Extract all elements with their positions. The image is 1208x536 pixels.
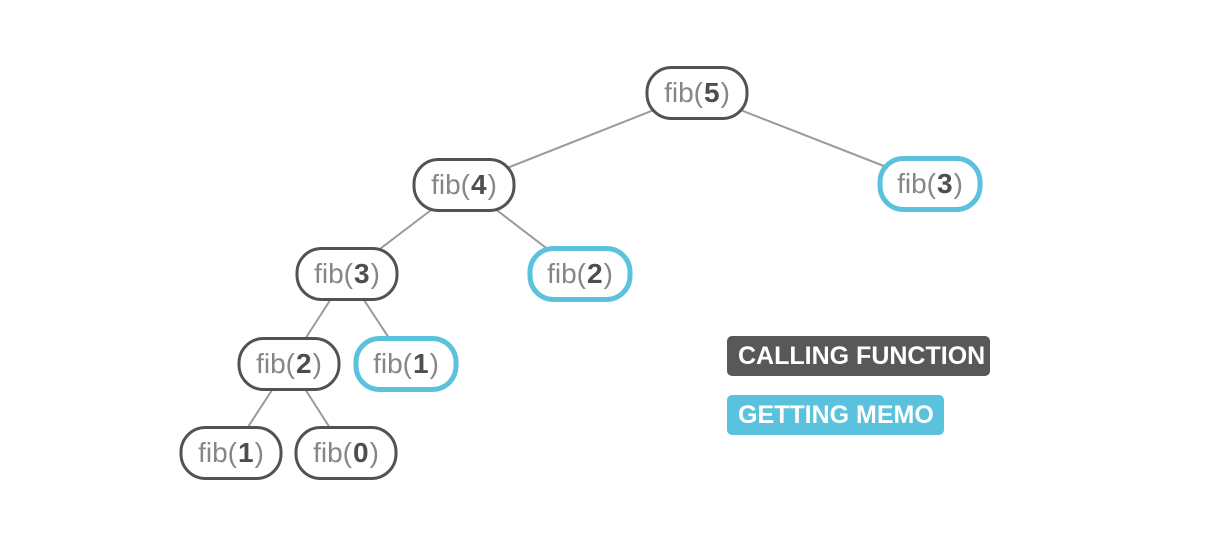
node-label-suffix: ) (369, 437, 379, 468)
node-label-suffix: ) (487, 169, 497, 200)
legend-item-getting-memo: GETTING MEMO (727, 395, 944, 435)
node-label-arg: 3 (354, 258, 370, 289)
node-label-prefix: fib( (664, 77, 703, 108)
tree-node-fib5: fib(5) (645, 66, 749, 120)
legend: CALLING FUNCTION GETTING MEMO (727, 336, 990, 435)
node-label-arg: 1 (238, 437, 254, 468)
node-label-suffix: ) (953, 168, 963, 199)
tree-node-fib3: fib(3) (295, 247, 399, 301)
node-label-arg: 2 (587, 258, 603, 289)
node-label-prefix: fib( (373, 348, 412, 379)
legend-item-calling-function: CALLING FUNCTION (727, 336, 990, 376)
node-label-arg: 3 (937, 168, 953, 199)
node-label-prefix: fib( (256, 348, 295, 379)
node-label-prefix: fib( (547, 258, 586, 289)
node-label-suffix: ) (720, 77, 730, 108)
node-label-prefix: fib( (313, 437, 352, 468)
tree-node-fib4: fib(4) (412, 158, 516, 212)
tree-node-fib2-memo: fib(2) (527, 246, 633, 302)
tree-node-fib2: fib(2) (237, 337, 341, 391)
node-label-suffix: ) (312, 348, 322, 379)
node-label-prefix: fib( (198, 437, 237, 468)
node-label-arg: 4 (471, 169, 487, 200)
node-label-suffix: ) (370, 258, 380, 289)
tree-node-fib1: fib(1) (179, 426, 283, 480)
node-label-prefix: fib( (314, 258, 353, 289)
node-label-arg: 2 (296, 348, 312, 379)
tree-node-fib0: fib(0) (294, 426, 398, 480)
node-label-arg: 0 (353, 437, 369, 468)
node-label-arg: 1 (413, 348, 429, 379)
node-label-suffix: ) (429, 348, 439, 379)
tree-node-fib3-memo: fib(3) (877, 156, 983, 212)
node-label-prefix: fib( (431, 169, 470, 200)
node-label-suffix: ) (254, 437, 264, 468)
node-label-arg: 5 (704, 77, 720, 108)
tree-node-fib1-memo: fib(1) (353, 336, 459, 392)
node-label-suffix: ) (603, 258, 613, 289)
node-label-prefix: fib( (897, 168, 936, 199)
